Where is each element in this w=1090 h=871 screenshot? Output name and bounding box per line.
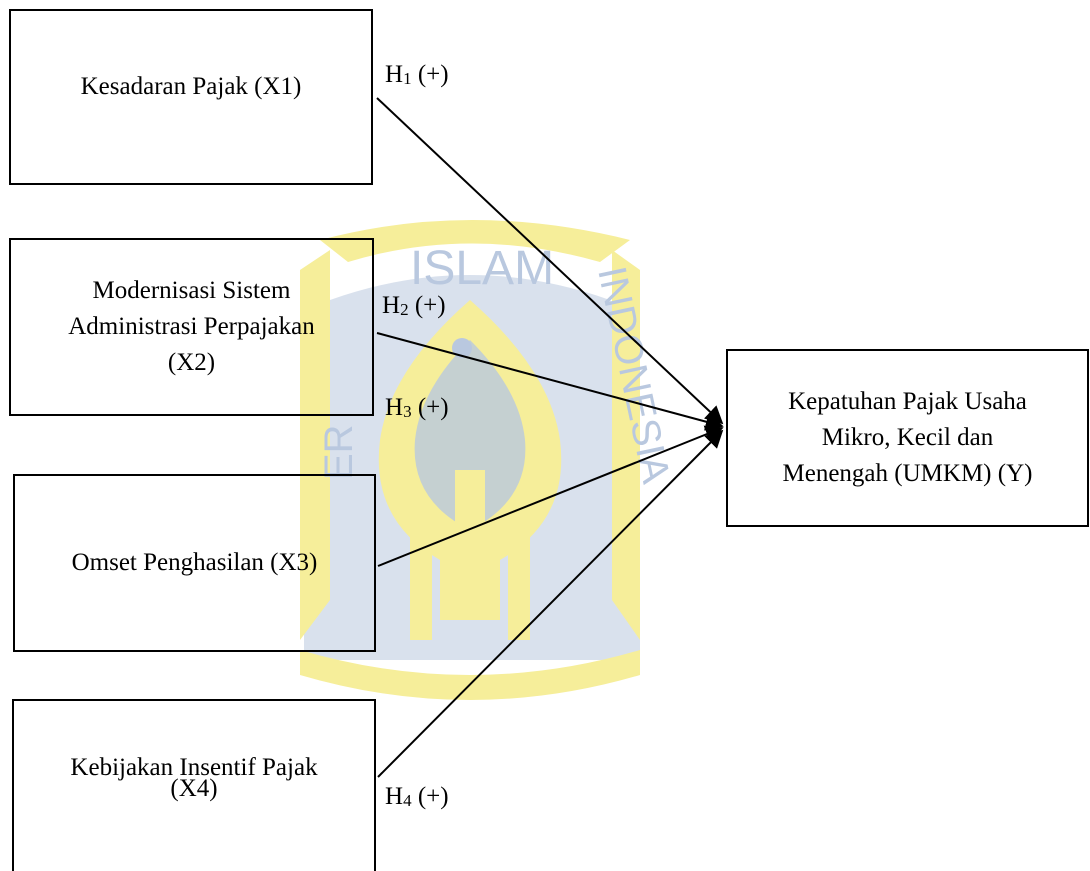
hyp-sign: (+) [417, 783, 449, 810]
hypothesis-label-h2: H2 (+) [382, 291, 446, 325]
box-label-line: (X2) [167, 349, 216, 376]
logo-text-top: ISLAM [410, 242, 554, 295]
hypothesis-label-h3: H3 (+) [385, 393, 449, 427]
box-label-line: Kebijakan Insentif Pajak [70, 754, 318, 781]
hypothesis-label-h4: H4 (+) [385, 782, 449, 816]
hyp-index: 2 [400, 300, 409, 319]
hyp-sign: (+) [417, 394, 449, 421]
hyp-letter: H [385, 394, 404, 421]
box-label-line: (X4) [170, 775, 218, 802]
logo-text-left: ER [317, 424, 361, 480]
hypothesis-label-h1: H1 (+) [385, 60, 449, 94]
variable-box-y: Kepatuhan Pajak Usaha Mikro, Kecil dan M… [726, 349, 1089, 527]
variable-box-x2: Modernisasi Sistem Administrasi Perpajak… [9, 238, 374, 416]
box-label-line: Mikro, Kecil dan [821, 424, 994, 451]
hyp-letter: H [385, 61, 404, 88]
arrow-h3 [377, 425, 724, 567]
arrow-h4 [377, 429, 724, 778]
arrow-h2 [376, 332, 724, 431]
hyp-letter: H [385, 783, 404, 810]
box-label-line: Kepatuhan Pajak Usaha [788, 388, 1027, 415]
hyp-index: 3 [403, 402, 412, 421]
variable-box-x4: Kebijakan Insentif Pajak (X4) [12, 699, 376, 871]
hyp-sign: (+) [414, 292, 446, 319]
arrow-h1 [376, 97, 724, 425]
box-label: Kesadaran Pajak (X1) [80, 73, 302, 100]
box-label: Omset Penghasilan (X3) [71, 549, 318, 576]
box-label-line: Administrasi Perpajakan [68, 313, 315, 340]
box-label-line: Modernisasi Sistem [92, 277, 291, 304]
hyp-sign: (+) [417, 61, 449, 88]
variable-box-x3: Omset Penghasilan (X3) [13, 474, 376, 652]
hyp-letter: H [382, 292, 401, 319]
hyp-index: 1 [403, 69, 412, 88]
logo-shield-shape [300, 220, 640, 700]
hyp-index: 4 [403, 791, 412, 810]
box-label-line: Menengah (UMKM) (Y) [782, 460, 1033, 487]
variable-box-x1: Kesadaran Pajak (X1) [9, 9, 373, 185]
